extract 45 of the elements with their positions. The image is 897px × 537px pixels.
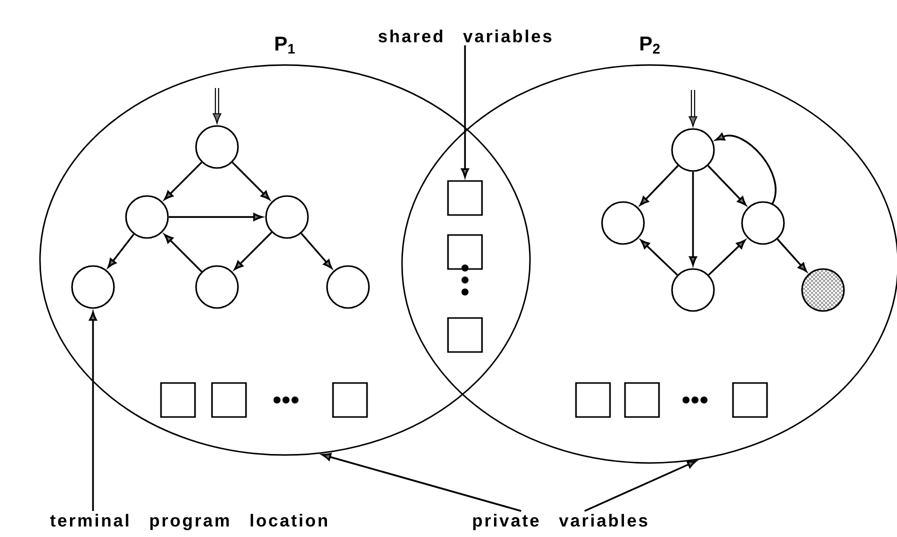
location-circle xyxy=(671,128,715,172)
arrow xyxy=(168,213,263,221)
arrow xyxy=(715,133,776,204)
arrow xyxy=(234,232,272,270)
arrow xyxy=(776,238,808,272)
variable-box xyxy=(624,382,660,418)
arrow xyxy=(212,88,222,124)
arrow xyxy=(640,240,678,276)
arrow xyxy=(708,240,746,276)
node-label: P$_{2}$ xyxy=(640,36,660,54)
location-circle xyxy=(801,268,845,312)
annotation-label: private variables xyxy=(473,514,648,530)
arrow xyxy=(707,165,746,206)
arrow xyxy=(164,234,202,272)
variable-box xyxy=(211,382,247,418)
location-circle xyxy=(741,201,785,245)
arrow xyxy=(108,234,134,268)
location-circle xyxy=(125,195,169,239)
node-label: P$_{1}$ xyxy=(275,36,295,54)
location-circle xyxy=(195,265,239,309)
arrow xyxy=(688,90,698,127)
arrow xyxy=(640,165,679,206)
location-circle xyxy=(265,195,309,239)
location-circle xyxy=(326,265,370,309)
arrow xyxy=(322,452,522,512)
variable-box xyxy=(447,234,483,270)
location-circle xyxy=(195,125,239,169)
variable-box xyxy=(447,180,483,216)
annotation-label: terminal program location xyxy=(50,514,327,530)
arrow xyxy=(89,311,97,511)
arrow xyxy=(689,172,697,266)
variable-box xyxy=(332,382,368,418)
variable-box xyxy=(447,317,483,353)
arrow xyxy=(461,45,469,178)
arrow xyxy=(584,460,697,512)
annotation-label: shared variables xyxy=(378,30,552,42)
location-circle xyxy=(671,268,715,312)
location-circle xyxy=(71,265,115,309)
variable-box xyxy=(575,382,611,418)
location-circle xyxy=(601,201,645,245)
arrow xyxy=(232,162,270,200)
variable-box xyxy=(160,382,196,418)
variable-box xyxy=(732,382,768,418)
arrow xyxy=(164,162,202,200)
arrow xyxy=(300,232,332,269)
